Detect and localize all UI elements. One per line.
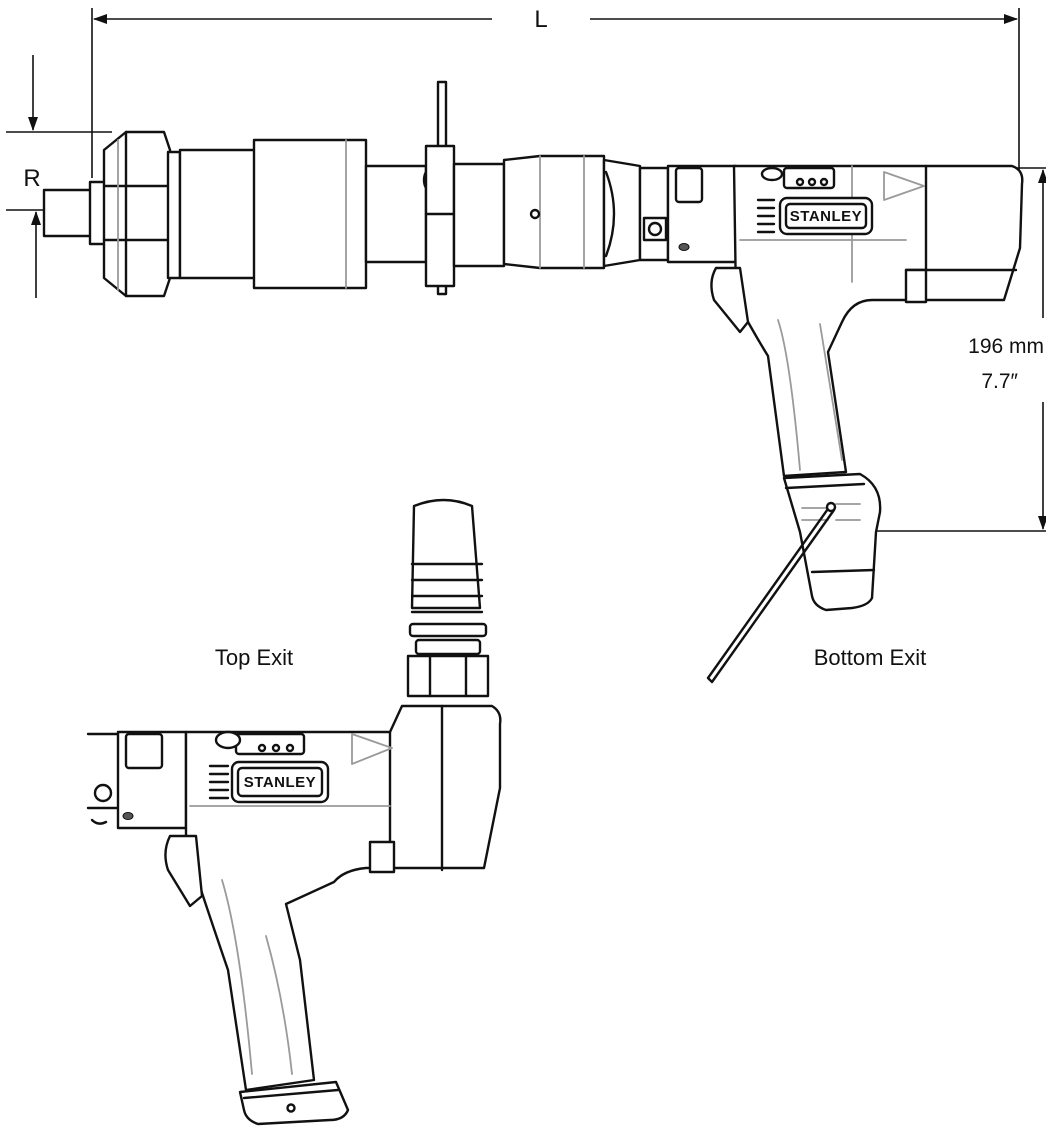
square-drive — [42, 188, 96, 238]
height-in-label: 7.7″ — [981, 370, 1018, 393]
top-exit-caption: Top Exit — [215, 645, 293, 670]
spacer — [364, 164, 428, 264]
brand-logo-text-top: STANLEY — [244, 774, 316, 791]
handle-base — [782, 472, 882, 612]
bottom-exit-tool: STANLEY — [42, 80, 1024, 684]
sleeve-body — [178, 148, 258, 280]
trigger — [710, 266, 750, 334]
top-exit-tool: STANLEY — [86, 498, 502, 1126]
sleeve-ring — [166, 150, 182, 280]
sleeve-main — [252, 138, 368, 290]
length-label: L — [534, 6, 547, 33]
trigger-top — [164, 834, 204, 908]
hex-nut — [102, 130, 172, 298]
radius-dimension: R — [6, 55, 112, 298]
height-dimension: 196 mm 7.7″ — [836, 167, 1046, 532]
height-mm-label: 196 mm — [968, 335, 1044, 358]
bottom-exit-caption: Bottom Exit — [814, 645, 926, 670]
motor-body — [732, 164, 1024, 478]
top-cable-sleeve — [410, 498, 482, 610]
gear-housing — [502, 154, 606, 270]
length-dimension: L — [91, 6, 1020, 178]
brand-logo-text: STANLEY — [790, 208, 862, 225]
top-exit-fitting — [406, 654, 490, 698]
radius-label: R — [23, 165, 40, 192]
